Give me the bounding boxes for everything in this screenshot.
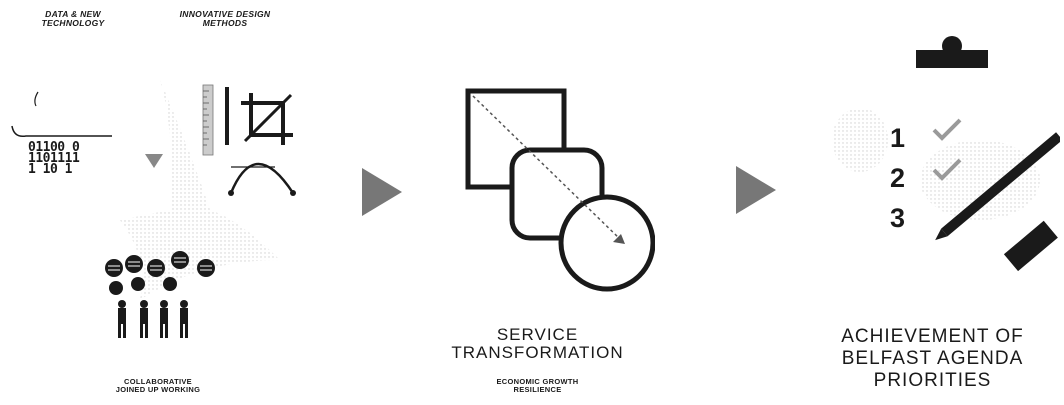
service-transformation-title: SERVICE TRANSFORMATION xyxy=(430,326,645,362)
clipboard-checklist-icon xyxy=(830,30,1060,290)
down-arrow-icon xyxy=(143,152,165,170)
design-methods-label: INNOVATIVE DESIGN METHODS xyxy=(160,10,290,28)
play-arrow-icon xyxy=(358,162,406,222)
achievement-title: ACHIEVEMENT OF BELFAST AGENDA PRIORITIES xyxy=(820,326,1045,392)
design-tools-icon xyxy=(195,75,305,205)
people-chat-icon xyxy=(100,248,220,343)
list-number: 1 xyxy=(890,118,905,158)
data-technology-label: DATA & NEW TECHNOLOGY xyxy=(18,10,128,28)
list-number: 2 xyxy=(890,158,905,198)
binary-line: 1 10 1 xyxy=(28,164,79,175)
play-arrow-icon xyxy=(732,160,780,220)
list-numbers: 1 2 3 xyxy=(890,118,905,238)
shapes-transform-icon xyxy=(455,78,655,308)
collaborative-label: COLLABORATIVE JOINED UP WORKING xyxy=(78,378,238,394)
binary-digits: 01100 0 1101111 1 10 1 xyxy=(28,142,79,175)
service-transformation-subtitle: ECONOMIC GROWTH RESILIENCE xyxy=(470,378,605,394)
list-number: 3 xyxy=(890,198,905,238)
